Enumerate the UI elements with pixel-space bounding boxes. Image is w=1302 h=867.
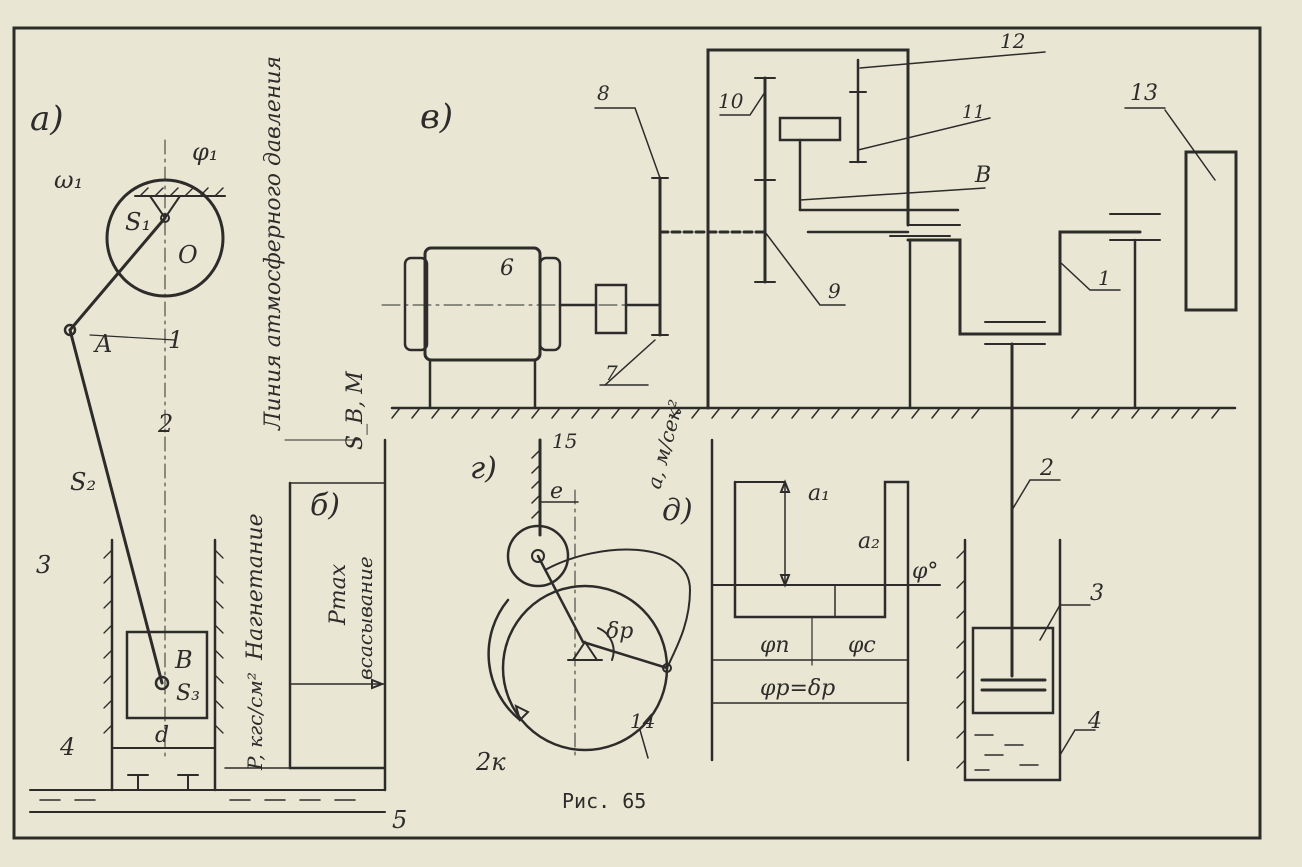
- ground-hatching: [390, 406, 1237, 419]
- label-a2: a₂: [858, 529, 880, 554]
- label-4: 4: [59, 733, 75, 761]
- label-9: 9: [828, 279, 841, 303]
- label-3-right: 3: [1090, 581, 1104, 606]
- label-13: 13: [1130, 81, 1158, 106]
- connecting-rod: [68, 328, 164, 685]
- label-omega: ω₁: [54, 166, 83, 194]
- label-e: e: [550, 479, 563, 504]
- pmax-label: Pmax: [326, 563, 351, 626]
- label-d: d: [155, 723, 169, 748]
- label-7: 7: [605, 361, 618, 385]
- label-12: 12: [1000, 29, 1025, 53]
- panel-label-d: д): [662, 493, 693, 528]
- crank-link: [68, 216, 167, 332]
- label-o: O: [178, 241, 198, 269]
- label-11: 11: [962, 102, 985, 123]
- label-2-right: 2: [1039, 456, 1054, 481]
- label-phi-p: φп: [760, 633, 790, 658]
- label-3: 3: [36, 551, 51, 579]
- panel-label-b: б): [310, 488, 340, 523]
- label-delta-r: δр: [606, 619, 633, 644]
- label-2: 2: [157, 410, 173, 438]
- sbm-label: S_B, M: [343, 371, 368, 450]
- label-phi-deg: φ°: [912, 559, 938, 584]
- label-b: B: [174, 646, 193, 674]
- flywheel-13: [1184, 150, 1238, 312]
- panel-v-drive: [381, 48, 1238, 410]
- frame-border: [12, 26, 1262, 840]
- panel-label-v: в): [420, 97, 453, 137]
- label-14: 14: [630, 709, 655, 733]
- label-phi-r: φр=δр: [760, 676, 835, 701]
- panel-label-a: а): [30, 99, 64, 139]
- label-s2: S₂: [70, 468, 96, 496]
- label-1: 1: [168, 326, 183, 354]
- right-pump: [956, 342, 1096, 782]
- label-b-right: B: [974, 163, 991, 188]
- panel-label-g: г): [470, 451, 497, 486]
- figure-caption: Рис. 65: [562, 789, 646, 813]
- label-6: 6: [500, 256, 514, 281]
- label-s1: S₁: [125, 208, 151, 236]
- label-8: 8: [597, 81, 610, 105]
- panel-g-cam: [487, 438, 692, 761]
- label-a1: a₁: [808, 481, 830, 506]
- label-2k: 2к: [475, 748, 506, 776]
- panel-a-mechanism: [29, 139, 386, 813]
- label-15: 15: [552, 429, 577, 453]
- piston: [125, 630, 209, 720]
- joint-b: [154, 675, 170, 691]
- pressure-axis-label: P, кгс/см²: [243, 672, 267, 771]
- label-s3: S₃: [176, 681, 200, 706]
- atm-line-label: Линия атмосферного давления: [261, 56, 286, 431]
- label-4-right: 4: [1087, 709, 1102, 734]
- motor-6: [423, 246, 542, 362]
- label-phi-c: φс: [848, 633, 876, 658]
- panel-b-pressure-diagram: [224, 438, 387, 792]
- label-a: A: [93, 330, 112, 358]
- label-1-right: 1: [1098, 266, 1111, 290]
- label-phi1: φ₁: [192, 138, 218, 166]
- label-5: 5: [392, 806, 407, 834]
- discharge-label: Нагнетание: [243, 513, 268, 661]
- label-10: 10: [718, 89, 744, 113]
- panel-d-acceleration: [710, 438, 941, 762]
- suction-label: всасывание: [353, 556, 377, 680]
- accel-axis-label: a, м/сек²: [642, 397, 689, 491]
